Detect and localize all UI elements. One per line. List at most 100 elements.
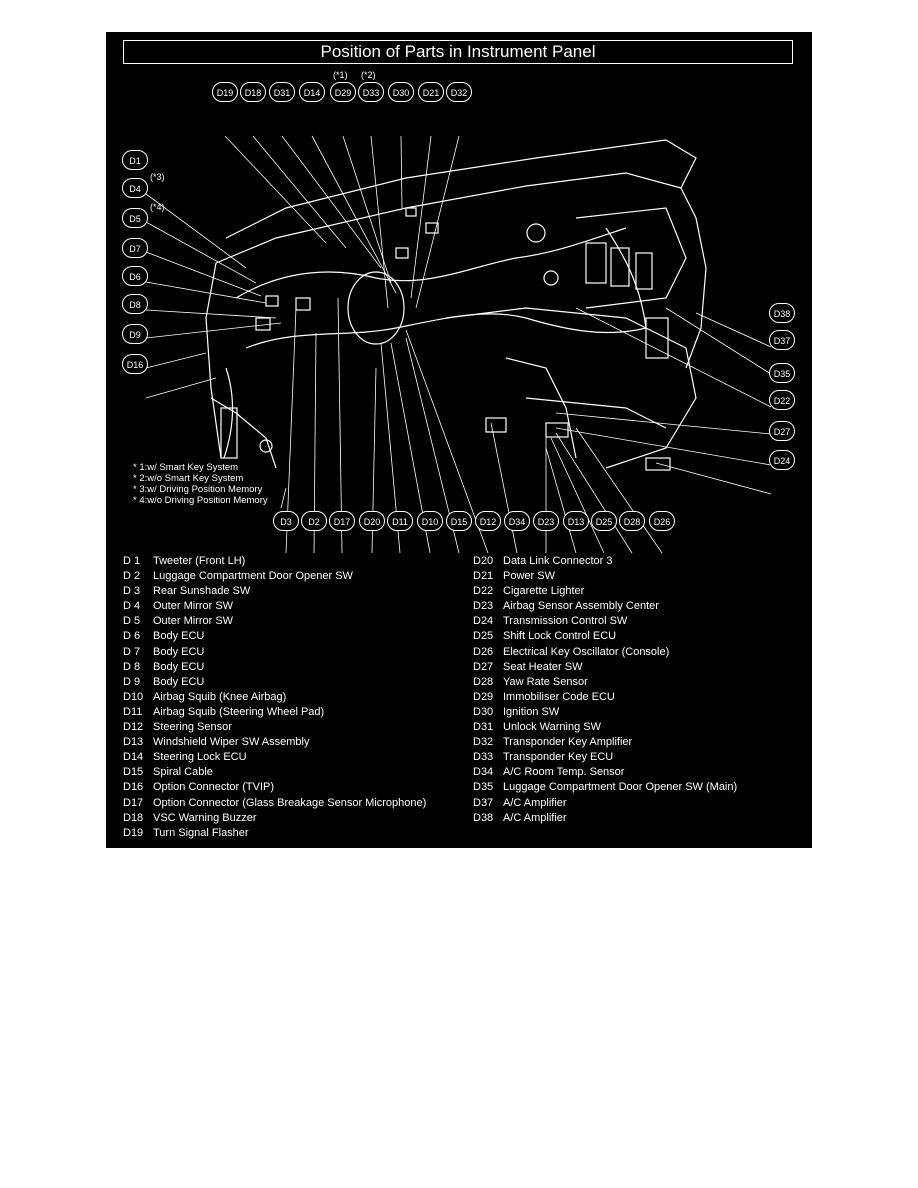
legend-code: D26 xyxy=(473,645,494,658)
callout-d20: D20 xyxy=(359,511,385,531)
wire-harness-right xyxy=(605,227,647,329)
legend-label: A/C Amplifier xyxy=(503,811,567,824)
legend-code: D 3 xyxy=(123,585,141,598)
callout-d22: D22 xyxy=(769,390,795,410)
legend-label: Outer Mirror SW xyxy=(153,615,234,628)
legend-code: D30 xyxy=(473,705,494,718)
legend-label: Windshield Wiper SW Assembly xyxy=(153,736,310,749)
legend-code: D 2 xyxy=(123,570,141,583)
callout-d10: D10 xyxy=(417,511,443,531)
legend-label: Yaw Rate Sensor xyxy=(503,675,588,688)
diagram-title: Position of Parts in Instrument Panel xyxy=(123,40,793,64)
legend-label: VSC Warning Buzzer xyxy=(153,811,257,824)
callout-note-d4: (*3) xyxy=(150,172,165,182)
legend-label: Turn Signal Flasher xyxy=(153,826,249,839)
steering-column xyxy=(347,271,405,345)
left-lower-panel xyxy=(210,397,277,469)
legend-label: Tweeter (Front LH) xyxy=(153,555,246,567)
legend-item-d32: D32 Transponder Key Amplifier xyxy=(473,735,737,750)
legend-item-d11: D11 Airbag Squib (Steering Wheel Pad) xyxy=(123,705,426,720)
legend-label: Data Link Connector 3 xyxy=(503,555,613,567)
legend-item-d29: D29 Immobiliser Code ECU xyxy=(473,690,737,705)
legend-code: D33 xyxy=(473,751,494,764)
callout-d14: D14 xyxy=(299,82,325,102)
right-panel-outline xyxy=(680,187,707,369)
legend-code: D 1 xyxy=(123,555,141,567)
legend-label: Airbag Squib (Knee Airbag) xyxy=(153,690,287,703)
legend-label: A/C Room Temp. Sensor xyxy=(503,766,625,779)
legend-code: D10 xyxy=(123,690,144,703)
legend-label: Option Connector (Glass Breakage Sensor … xyxy=(153,796,427,809)
legend-code: D29 xyxy=(473,690,494,703)
legend-label: Airbag Squib (Steering Wheel Pad) xyxy=(153,705,325,718)
callout-d18: D18 xyxy=(240,82,266,102)
callout-d17: D17 xyxy=(329,511,355,531)
dashboard-top-edge xyxy=(225,139,697,239)
callout-d35: D35 xyxy=(769,363,795,383)
legend-label: Airbag Sensor Assembly Center xyxy=(503,600,659,613)
legend-code: D32 xyxy=(473,736,494,749)
callout-d2: D2 xyxy=(301,511,327,531)
legend-label: Transmission Control SW xyxy=(503,615,628,628)
legend-code: D11 xyxy=(123,705,143,718)
legend-label: A/C Amplifier xyxy=(503,796,567,809)
legend-label: Immobiliser Code ECU xyxy=(503,690,615,703)
callout-d31: D31 xyxy=(269,82,295,102)
legend-code: D 6 xyxy=(123,630,141,643)
wire-harness-main xyxy=(235,227,627,299)
callout-d27: D27 xyxy=(769,421,795,441)
diagram-panel: Position of Parts in Instrument Panel xyxy=(106,32,812,848)
legend-label: Outer Mirror SW xyxy=(153,600,234,613)
legend-label: Seat Heater SW xyxy=(503,660,583,673)
callout-d12: D12 xyxy=(475,511,501,531)
legend-label: Power SW xyxy=(503,570,555,583)
legend-code: D 8 xyxy=(123,660,141,673)
legend-code: D16 xyxy=(123,781,144,794)
legend-code: D24 xyxy=(473,615,494,628)
legend-code: D 9 xyxy=(123,675,141,688)
legend-code: D31 xyxy=(473,721,494,734)
callout-note-d29: (*1) xyxy=(333,70,348,80)
legend-code: D35 xyxy=(473,781,494,794)
callout-d4: D4 xyxy=(122,178,148,198)
console-base xyxy=(525,397,667,429)
legend-label: Electrical Key Oscillator (Console) xyxy=(503,645,670,658)
legend-item-d10: D10 Airbag Squib (Knee Airbag) xyxy=(123,690,426,705)
callout-d26: D26 xyxy=(649,511,675,531)
dashboard-upper-line xyxy=(215,172,682,264)
legend-label: Transponder Key Amplifier xyxy=(503,736,633,749)
left-panel-outline xyxy=(205,262,222,459)
callout-d1: D1 xyxy=(122,150,148,170)
console-tunnel xyxy=(505,357,577,459)
callout-d11: D11 xyxy=(387,511,413,531)
callout-d23: D23 xyxy=(533,511,559,531)
legend-code: D17 xyxy=(123,796,144,809)
legend-code: D12 xyxy=(123,721,144,734)
callout-d24: D24 xyxy=(769,450,795,470)
callout-d3: D3 xyxy=(273,511,299,531)
legend-label: Body ECU xyxy=(153,645,205,658)
legend-code: D25 xyxy=(473,630,494,643)
callout-d25: D25 xyxy=(591,511,617,531)
glovebox-outline xyxy=(575,207,687,309)
callout-d38: D38 xyxy=(769,303,795,323)
callout-note-d33: (*2) xyxy=(361,70,376,80)
